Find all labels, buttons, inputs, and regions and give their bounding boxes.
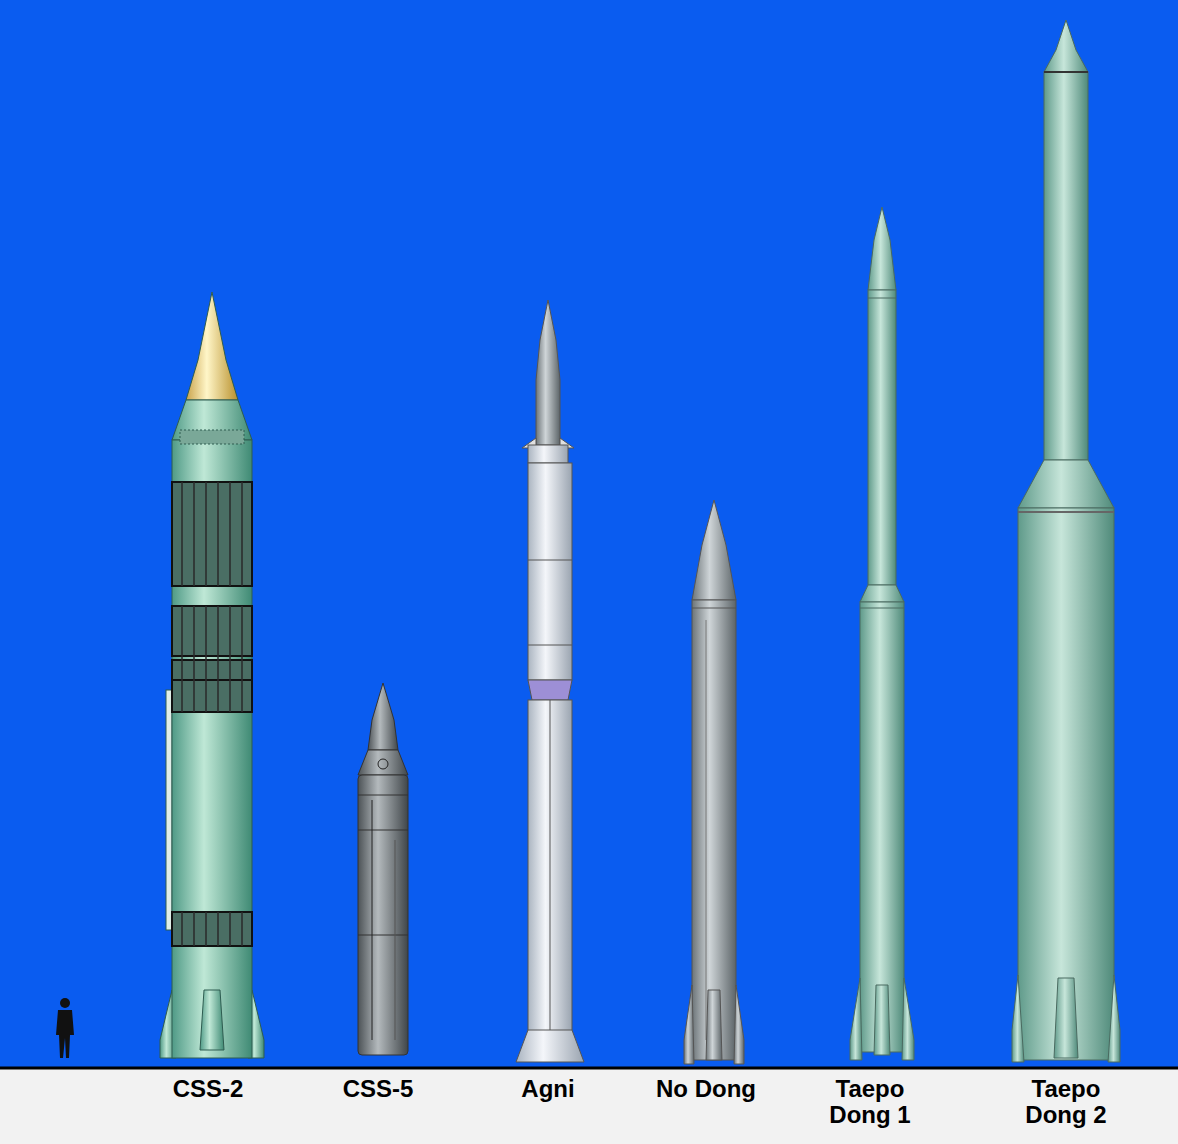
missile-name: CSS-5 (308, 1076, 448, 1102)
missile-name: CSS-2 (138, 1076, 278, 1102)
missile-name: No Dong (631, 1076, 781, 1102)
missile-name: Taepo Dong 1 (825, 1076, 915, 1129)
missile-name: Agni (478, 1076, 618, 1102)
missile-name: Taepo Dong 2 (1021, 1076, 1111, 1129)
